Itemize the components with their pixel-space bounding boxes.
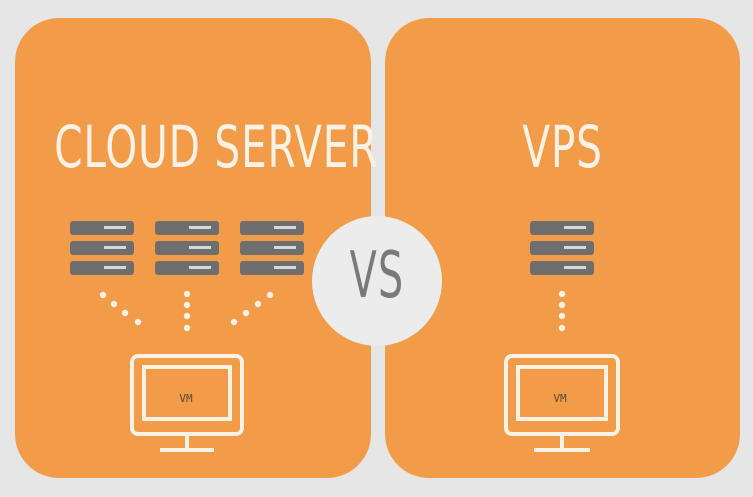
vs-label: VS [349, 239, 405, 313]
vm-label: VM [179, 392, 193, 405]
monitor-icon [504, 354, 620, 452]
server-stack-icon [70, 221, 134, 275]
vs-badge: VS [312, 216, 442, 346]
server-stack-icon [155, 221, 219, 275]
vm-label: VM [553, 392, 567, 405]
server-stack-icon [530, 221, 594, 275]
connector-dots-icon [558, 290, 566, 332]
cloud-server-title: CLOUD SERVER [54, 113, 379, 181]
server-stack-icon [240, 221, 304, 275]
connector-dots-icon [99, 290, 274, 332]
monitor-icon [130, 354, 244, 452]
vps-title: VPS [522, 113, 603, 181]
